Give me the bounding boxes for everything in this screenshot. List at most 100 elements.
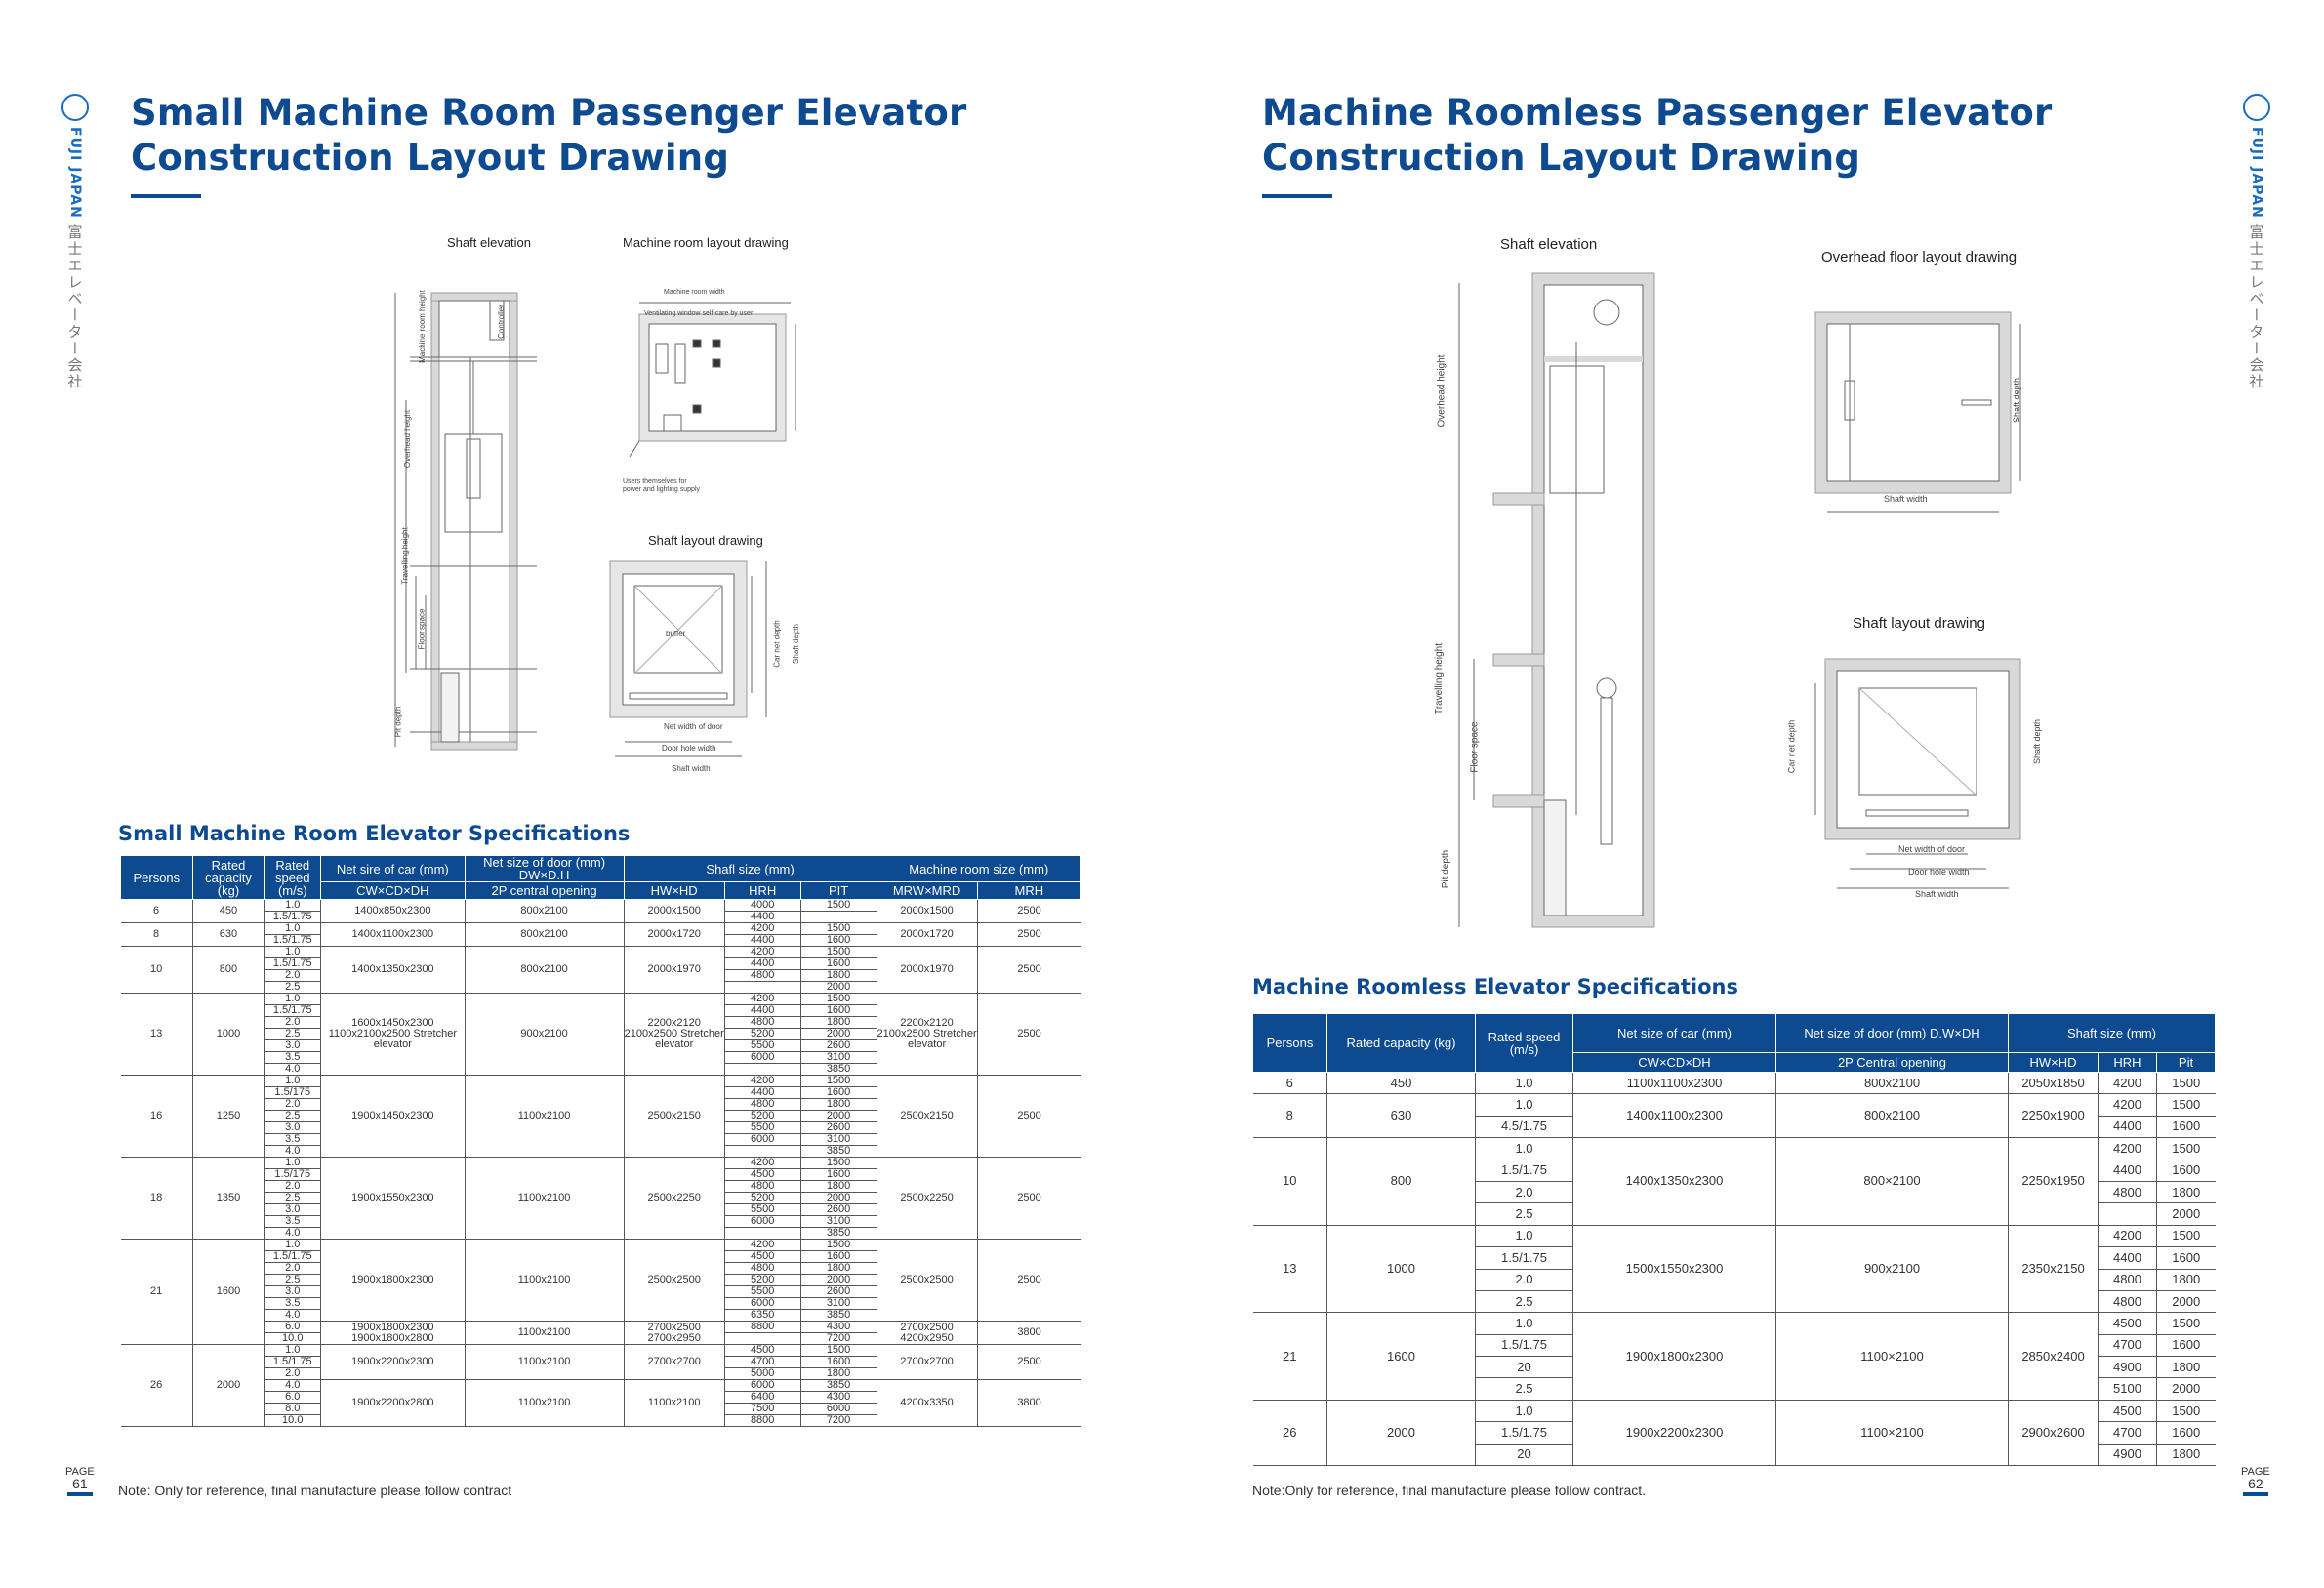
door-size-cell: 1100x2100 <box>465 1157 625 1240</box>
speed-cell: 2.5 <box>264 981 322 994</box>
pit-cell: 1800 <box>2156 1444 2216 1467</box>
pit-cell: 1800 <box>2156 1181 2216 1204</box>
hrh-cell: 4800 <box>724 1262 801 1275</box>
pit-cell: 2000 <box>800 1274 877 1286</box>
shaft-size-cell: 2000x1970 <box>624 946 725 994</box>
hrh-cell: 4200 <box>724 922 801 935</box>
shaft-layout-drawing-left <box>609 560 767 757</box>
persons-cell: 21 <box>120 1239 193 1345</box>
hrh-cell: 6400 <box>724 1391 801 1404</box>
right-spec-title: Machine Roomless Elevator Specifications <box>1252 975 1738 998</box>
persons-cell: 8 <box>1252 1093 1327 1139</box>
label-shaft-elevation-right: Shaft elevation <box>1500 236 1598 253</box>
persons-cell: 18 <box>120 1157 193 1240</box>
persons-cell: 21 <box>1252 1312 1327 1401</box>
persons-cell: 10 <box>120 946 193 994</box>
pit-cell: 1500 <box>800 1239 877 1251</box>
right-title-underline <box>1262 194 1332 198</box>
pit-cell: 2000 <box>800 1110 877 1122</box>
hrh-cell: 4400 <box>724 1004 801 1017</box>
speed-cell: 2.5 <box>264 1110 322 1122</box>
shaft-layout-drawing-right <box>1814 658 2021 889</box>
pit-cell: 1800 <box>2156 1269 2216 1291</box>
car-size-cell: 1900x1800x2300 <box>1572 1312 1776 1401</box>
pit-cell: 1500 <box>2156 1137 2216 1160</box>
speed-cell: 1.5/175 <box>264 1086 322 1099</box>
th-speed: Rated speed (m/s) <box>264 855 322 900</box>
right-page-title: Machine Roomless Passenger Elevator Cons… <box>1262 91 2052 181</box>
speed-cell: 2.5 <box>264 1192 322 1204</box>
shaft-elevation-drawing <box>394 292 537 751</box>
pit-cell: 1600 <box>800 1250 877 1263</box>
hrh-cell: 7500 <box>724 1403 801 1415</box>
mr-size-cell: 2700x2500 4200x2950 <box>877 1321 978 1345</box>
speed-cell: 2.0 <box>264 1262 322 1275</box>
speed-cell: 10.0 <box>264 1332 322 1345</box>
label-overhead-floor-layout: Overhead floor layout drawing <box>1821 249 2018 265</box>
label-shaft-layout: Shaft layout drawing <box>648 533 763 548</box>
speed-cell: 4.0 <box>264 1309 322 1322</box>
car-size-cell: 1600x1450x2300 1100x2100x2500 Stretcher … <box>320 993 466 1076</box>
pit-cell: 1500 <box>2156 1072 2216 1095</box>
capacity-cell: 2000 <box>1326 1400 1476 1467</box>
brand-vertical-right: FUJI JAPAN 富士エレベーター会社 <box>2242 94 2271 390</box>
speed-cell: 2.0 <box>264 969 322 982</box>
left-title-underline <box>131 194 201 198</box>
shaft-size-cell: 2900x2600 <box>2008 1400 2099 1467</box>
th-capacity: Rated capacity (kg) <box>191 855 265 900</box>
page-label: PAGE <box>65 1466 95 1478</box>
th-door-sub: 2P central opening <box>464 881 625 900</box>
shaft-size-cell: 2350x2150 <box>2008 1225 2099 1314</box>
door-size-cell: 1100×2100 <box>1775 1312 2009 1401</box>
brand-name: FUJI JAPAN <box>67 127 83 219</box>
pit-cell: 1600 <box>2156 1421 2216 1445</box>
shaft-size-cell: 2500x2500 <box>624 1239 725 1322</box>
label-shaft-layout-right: Shaft layout drawing <box>1853 615 1985 631</box>
hrh-cell: 6000 <box>724 1133 801 1146</box>
label-travelling-height-left: Travelling height <box>400 527 410 585</box>
mrh-cell: 2500 <box>977 946 1081 994</box>
speed-cell: 4.0 <box>264 1379 322 1392</box>
page-bar <box>66 1492 93 1496</box>
persons-cell: 26 <box>120 1344 193 1427</box>
hrh-cell: 4400 <box>724 934 801 947</box>
shaft-size-cell: 2250x1900 <box>2008 1093 2099 1139</box>
shaft-size-cell: 2500x2150 <box>624 1075 725 1158</box>
persons-cell: 16 <box>120 1075 193 1158</box>
speed-cell: 2.5 <box>264 1028 322 1040</box>
speed-cell: 1.0 <box>1475 1072 1573 1095</box>
shaft-size-cell: 2000x1500 <box>624 899 725 923</box>
speed-cell: 3.5 <box>264 1215 322 1228</box>
mr-size-cell: 2500x2500 <box>877 1239 978 1322</box>
label-shaft-elevation: Shaft elevation <box>447 235 532 250</box>
pit-cell: 1600 <box>2156 1116 2216 1139</box>
hrh-cell: 4800 <box>724 1016 801 1029</box>
mr-size-cell: 2000x1970 <box>877 946 978 994</box>
hrh-cell: 5200 <box>724 1110 801 1122</box>
pit-cell: 1800 <box>800 1016 877 1029</box>
th-car-r: Net size of car (mm) <box>1572 1013 1776 1053</box>
hrh-cell: 4800 <box>724 969 801 982</box>
hrh-cell <box>724 981 801 994</box>
th-persons: Persons <box>120 855 193 900</box>
hrh-cell: 4200 <box>724 1157 801 1169</box>
pit-cell: 2000 <box>800 1028 877 1040</box>
hrh-cell <box>724 1145 801 1158</box>
pit-cell: 2000 <box>2156 1377 2216 1401</box>
capacity-cell: 1000 <box>1326 1225 1476 1314</box>
pit-cell: 2000 <box>2156 1202 2216 1226</box>
